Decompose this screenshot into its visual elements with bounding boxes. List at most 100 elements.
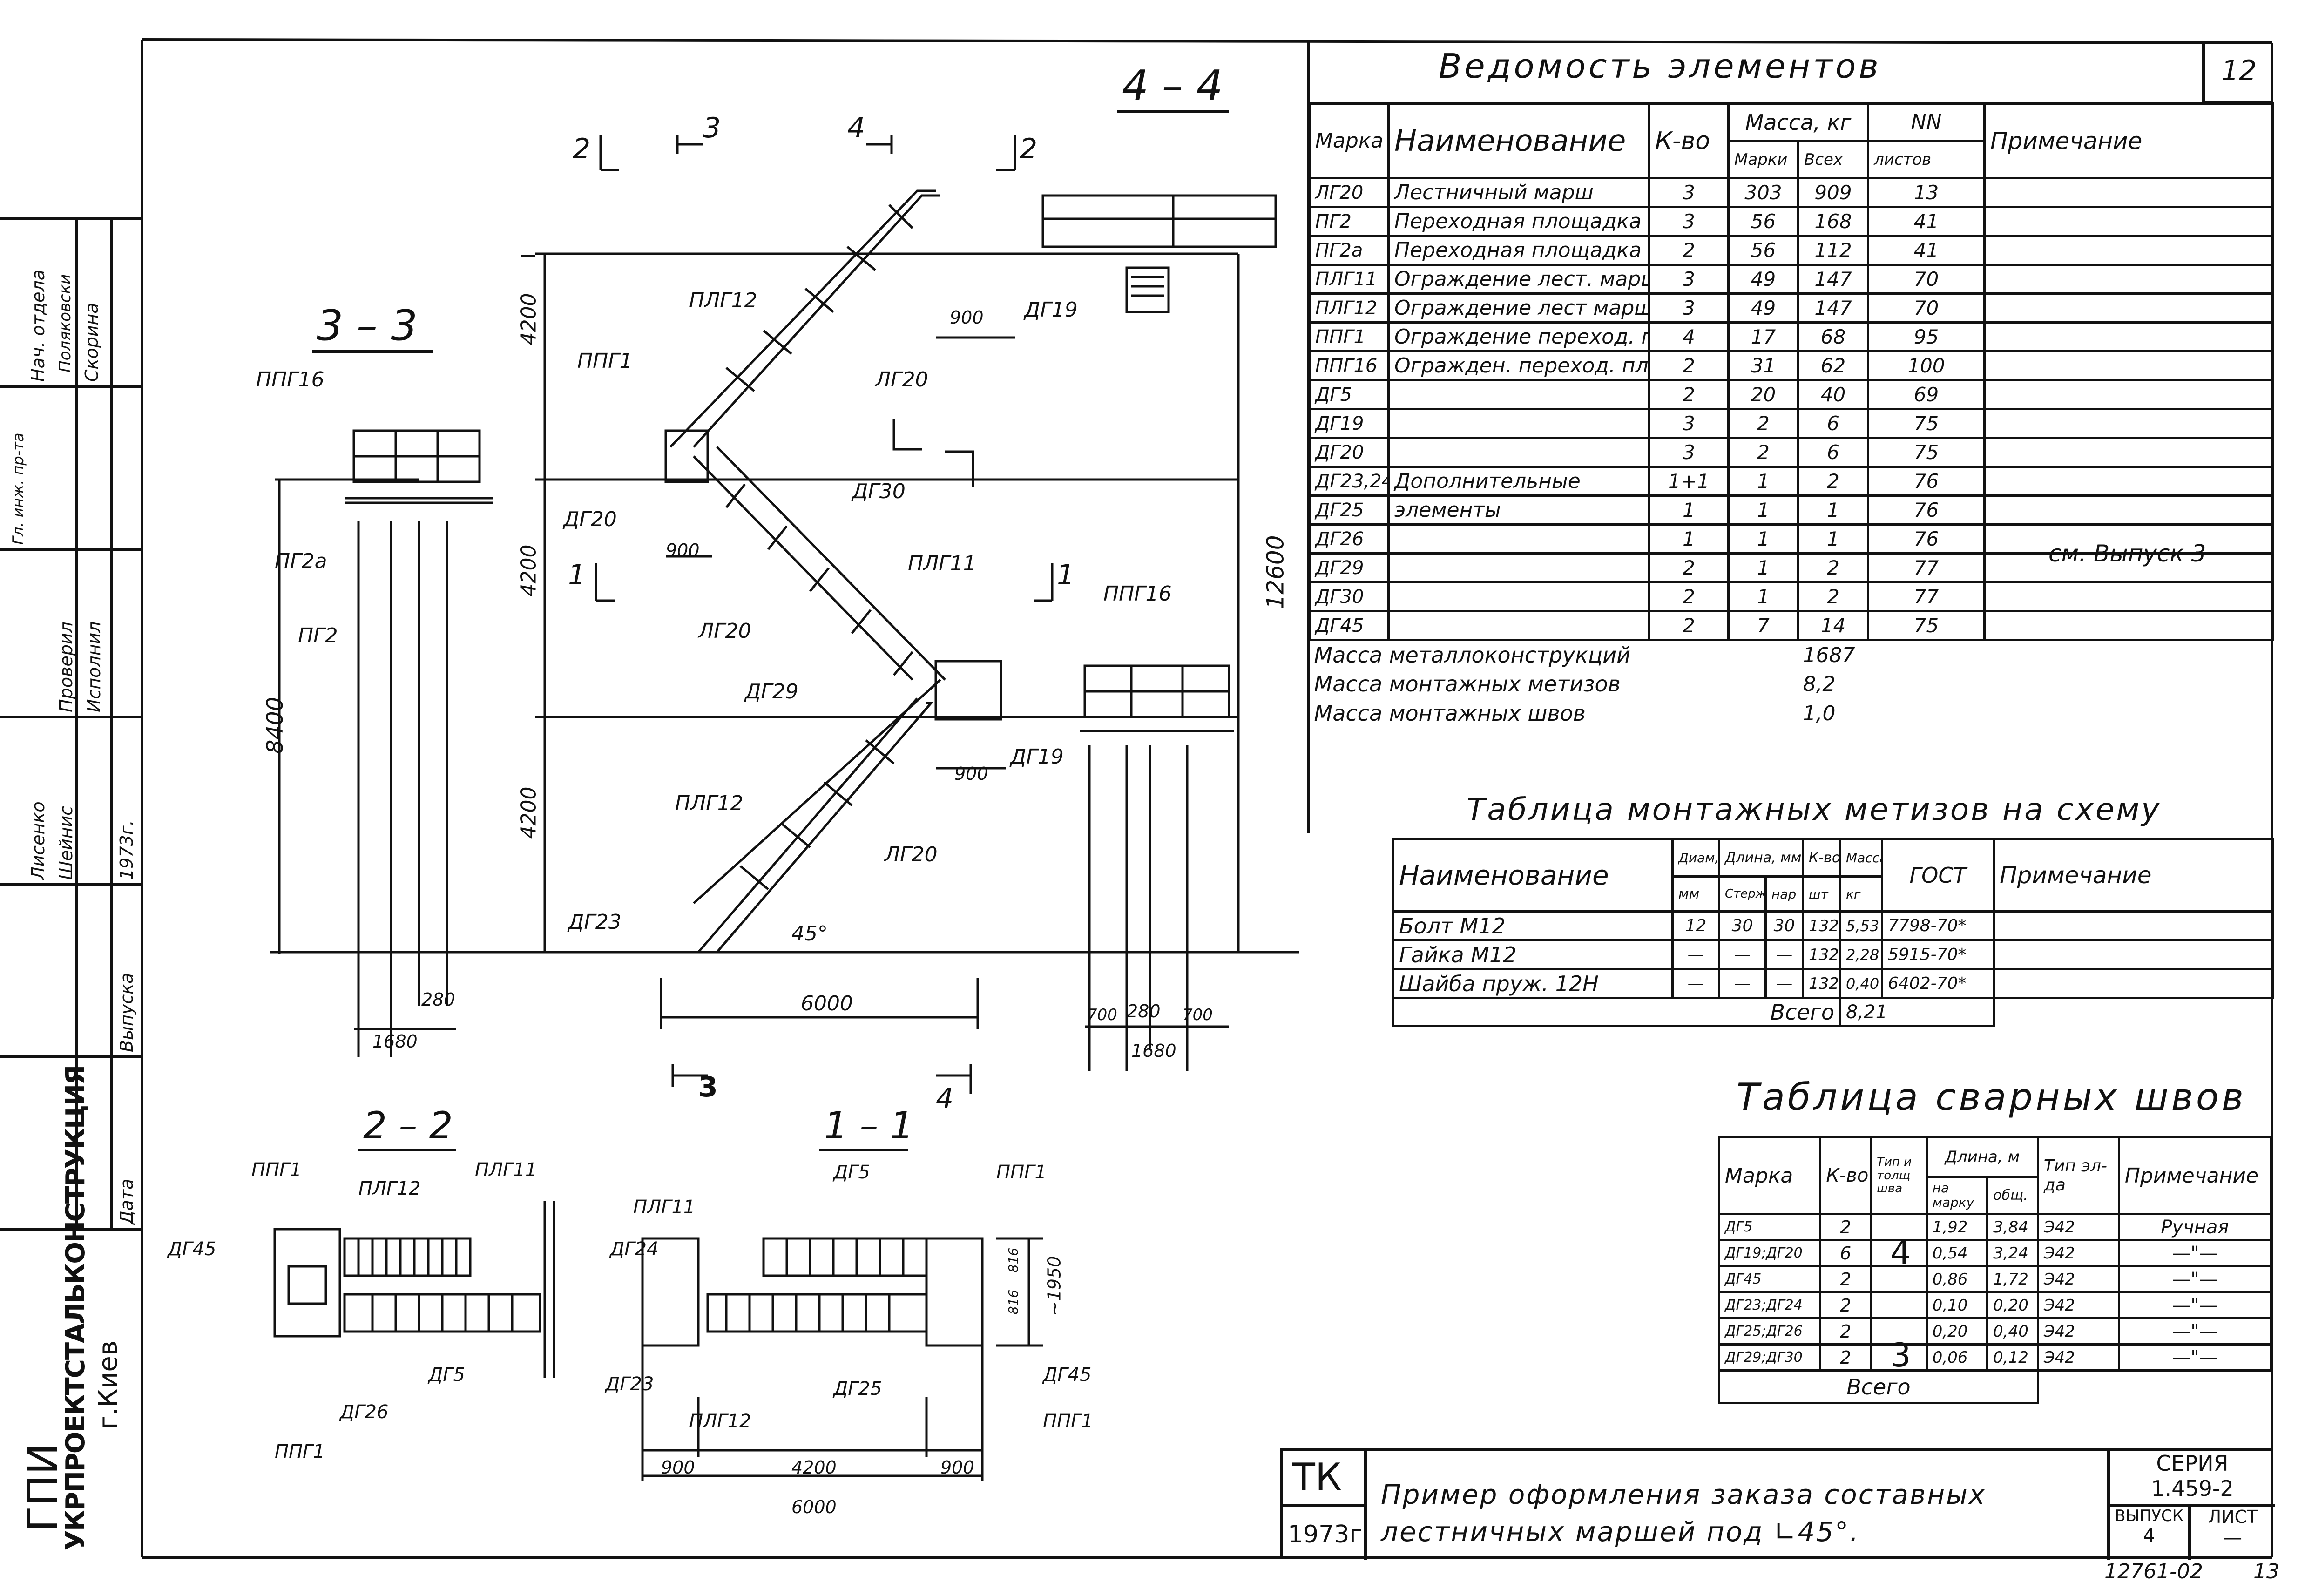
w-hdr-len-one: на марку (1925, 1176, 1989, 1215)
sheet-number-box: 12 (2202, 43, 2272, 103)
el-mass-mark: 56 (1727, 206, 1799, 237)
hdr-qty: К-во (1648, 102, 1730, 179)
hdr-name: Наименование (1387, 102, 1650, 179)
view-33-title: 3 – 3 (317, 301, 418, 350)
w-electrode: Э42 (2036, 1265, 2120, 1293)
f-rod: — (1718, 939, 1767, 970)
f-note (1993, 968, 2275, 999)
view-11-title: 1 – 1 (824, 1104, 914, 1147)
dim-angle: 45° (791, 922, 828, 946)
el-mass-all: 68 (1797, 321, 1869, 352)
label-dg19-bottom: ДГ19 (1010, 745, 1064, 769)
v22-label-ppg1-top: ППГ1 (251, 1159, 302, 1181)
el-mass-mark: 49 (1727, 264, 1799, 295)
w-mark: ДГ23;ДГ24 (1717, 1291, 1822, 1319)
f-hdr-len-rod: Стерж. (1718, 875, 1767, 913)
el-sheet: 70 (1867, 292, 1986, 324)
f-hdr-len-thread: нар (1764, 875, 1805, 913)
f-qty: 132 (1802, 910, 1842, 941)
el-note (1983, 408, 2274, 439)
label-lg20-top: ЛГ20 (875, 368, 928, 392)
w-note: —"— (2117, 1343, 2272, 1372)
el-name: Ограждение лест марша (1387, 292, 1650, 324)
el-qty: 2 (1648, 235, 1730, 266)
w-len-all: 3,84 (1986, 1213, 2039, 1241)
el-qty: 3 (1648, 177, 1730, 208)
w-len-all: 1,72 (1986, 1265, 2039, 1293)
el-sheet: 75 (1867, 610, 1986, 641)
f-hdr-length: Длина, мм (1717, 838, 1805, 878)
el-mass-all: 1 (1797, 494, 1869, 526)
view-22-title: 2 – 2 (363, 1104, 453, 1147)
label-dg23: ДГ23 (568, 910, 622, 934)
v22-label-plg11: ПЛГ11 (475, 1159, 537, 1181)
v11-dim-6000: 6000 (791, 1497, 837, 1517)
el-mark: ПГ2 (1308, 206, 1390, 237)
f-name: Гайка М12 (1392, 939, 1674, 970)
year-label: 1973г. (1288, 1521, 1370, 1549)
w-len-all: 0,40 (1986, 1317, 2039, 1346)
f-hdr-name: Наименование (1392, 838, 1674, 913)
dim-700-b: 700 (1183, 1006, 1213, 1024)
v11-dim-816-b: 816 (1006, 1247, 1021, 1273)
bottom-code: 12761-02 (2104, 1560, 2203, 1583)
w-type (1870, 1291, 1928, 1319)
w-len-all: 3,24 (1986, 1239, 2039, 1267)
el-qty: 1+1 (1648, 466, 1730, 497)
f-qty: 132 (1802, 968, 1842, 999)
el-name (1387, 610, 1650, 641)
el-note (1983, 610, 2274, 641)
w-note: —"— (2117, 1265, 2272, 1293)
label-pg2: ПГ2 (298, 624, 338, 648)
fasteners-table-title: Таблица монтажных метизов на схему (1467, 791, 2162, 827)
f-note (1993, 910, 2275, 941)
el-note (1983, 552, 2274, 583)
cut-mark-3b: 3 (698, 1071, 718, 1103)
w-electrode: Э42 (2036, 1291, 2120, 1319)
el-mark: ППГ16 (1308, 350, 1390, 381)
f-hdr-diam-unit: мм (1671, 875, 1720, 913)
el-name: Ограждение лест. марша (1387, 264, 1650, 295)
tk-box: ТК (1283, 1451, 1367, 1507)
f-rod: — (1718, 968, 1767, 999)
w-qty: 2 (1819, 1213, 1872, 1241)
w-len-one: 0,10 (1925, 1291, 1989, 1319)
welds-table-title: Таблица сварных швов (1737, 1075, 2246, 1119)
f-diam: — (1671, 968, 1720, 999)
w-len-one: 0,86 (1925, 1265, 1989, 1293)
el-mass-mark: 17 (1727, 321, 1799, 352)
hdr-mass-all: Всех (1797, 140, 1869, 179)
tk-label: ТК (1292, 1455, 1342, 1499)
el-note (1983, 581, 2274, 612)
el-mass-mark: 1 (1727, 466, 1799, 497)
v11-dim-816-a: 816 (1006, 1289, 1021, 1315)
w-note: —"— (2117, 1317, 2272, 1346)
el-mass-mark: 7 (1727, 610, 1799, 641)
w-type (1870, 1265, 1928, 1293)
el-mass-all: 40 (1797, 379, 1869, 410)
el-note (1983, 379, 2274, 410)
w-mark: ДГ25;ДГ26 (1717, 1317, 1822, 1346)
v22-label-dg26: ДГ26 (340, 1401, 389, 1423)
dim-1680-right: 1680 (1131, 1041, 1176, 1061)
el-mark: ДГ5 (1308, 379, 1390, 410)
el-sheet: 75 (1867, 408, 1986, 439)
el-mark: ПЛГ11 (1308, 264, 1390, 295)
el-mass-mark: 1 (1727, 552, 1799, 583)
el-note (1983, 264, 2274, 295)
total-label-1: Масса металлоконструкций (1314, 642, 1631, 668)
v11-label-dg45: ДГ45 (1043, 1364, 1092, 1386)
el-mass-all: 2 (1797, 581, 1869, 612)
series-value: 1.459-2 (2151, 1476, 2234, 1501)
